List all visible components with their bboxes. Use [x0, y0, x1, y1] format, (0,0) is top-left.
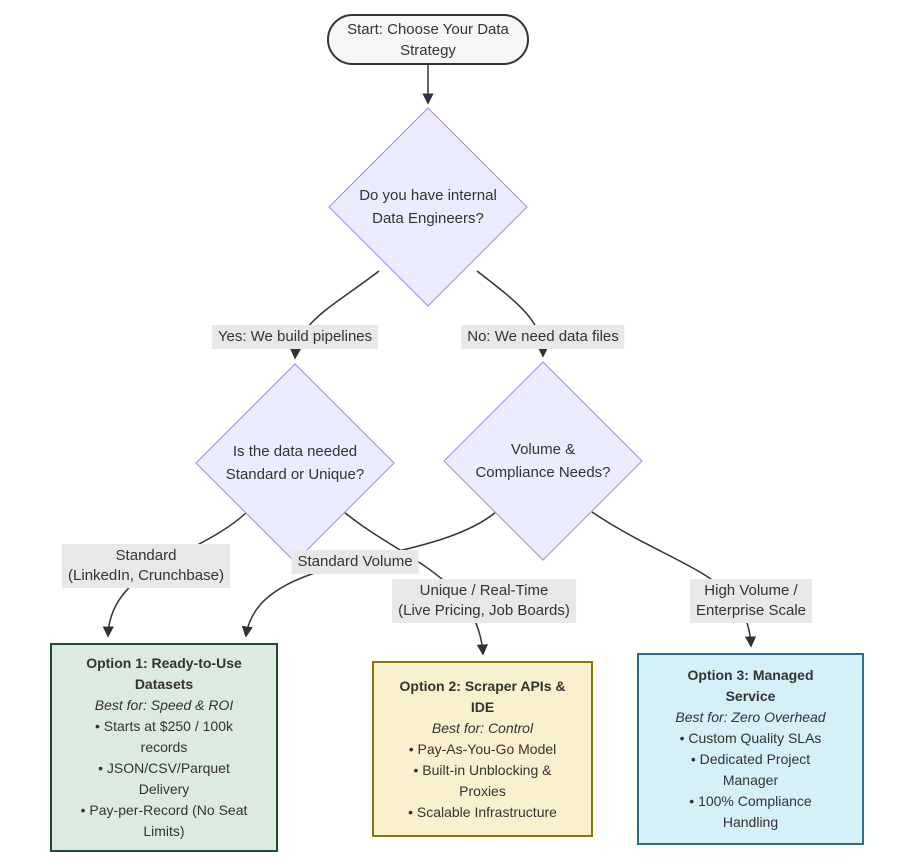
decision-internal-engineers: Do you have internal Data Engineers? — [328, 107, 528, 307]
edge-label-high-volume: High Volume / Enterprise Scale — [689, 579, 813, 623]
decision-standard-or-unique: Is the data needed Standard or Unique? — [195, 363, 395, 563]
edge-d2-unique-to-opt2 — [343, 511, 488, 656]
edge-label-standard: Standard (LinkedIn, Crunchbase) — [62, 544, 230, 588]
option-bullet: • Pay-per-Record (No Seat Limits) — [80, 802, 248, 839]
option-bullet: • Dedicated Project Manager — [690, 751, 811, 788]
edge-label-unique-realtime: Unique / Real-Time (Live Pricing, Job Bo… — [392, 579, 576, 623]
option-bullet: • Starts at $250 / 100k records — [95, 718, 233, 755]
edge-label-yes: Yes: We build pipelines — [211, 325, 379, 349]
option-title: Option 2: Scraper APIs & IDE — [399, 677, 566, 715]
option-best-for: Best for: Speed & ROI — [94, 697, 234, 713]
option-title: Option 1: Ready-to-Use Datasets — [86, 655, 242, 692]
start-node-label: Start: Choose Your Data — [347, 20, 509, 38]
option2-scraper-apis-ide-card: Option 2: Scraper APIs & IDE Best for: C… — [372, 661, 593, 837]
edge-label-no: No: We need data files — [461, 325, 625, 349]
option-bullet: • 100% Compliance Handling — [689, 793, 812, 830]
option-title: Option 3: Managed Service — [687, 667, 814, 704]
option-bullet: • Custom Quality SLAs — [679, 730, 822, 746]
option-best-for: Best for: Zero Overhead — [675, 709, 826, 725]
start-node: Start: Choose Your Data Strategy — [327, 14, 529, 65]
option3-managed-service-card: Option 3: Managed Service Best for: Zero… — [637, 653, 864, 845]
option-bullet: • Scalable Infrastructure — [408, 803, 557, 820]
option1-ready-to-use-datasets-card: Option 1: Ready-to-Use Datasets Best for… — [50, 643, 278, 852]
option-bullet: • Built-in Unblocking & Proxies — [413, 761, 552, 799]
edge-label-standard-volume: Standard Volume — [291, 550, 419, 574]
decision-label: Volume & Compliance Needs? — [475, 441, 611, 481]
decision-label: Do you have internal Data Engineers? — [359, 187, 497, 227]
option-bullet: • Pay-As-You-Go Model — [408, 740, 557, 757]
decision-volume-compliance: Volume & Compliance Needs? — [443, 361, 643, 561]
option-bullet: • JSON/CSV/Parquet Delivery — [98, 760, 230, 797]
option-best-for: Best for: Control — [431, 719, 534, 736]
decision-label: Is the data needed Standard or Unique? — [225, 443, 365, 483]
